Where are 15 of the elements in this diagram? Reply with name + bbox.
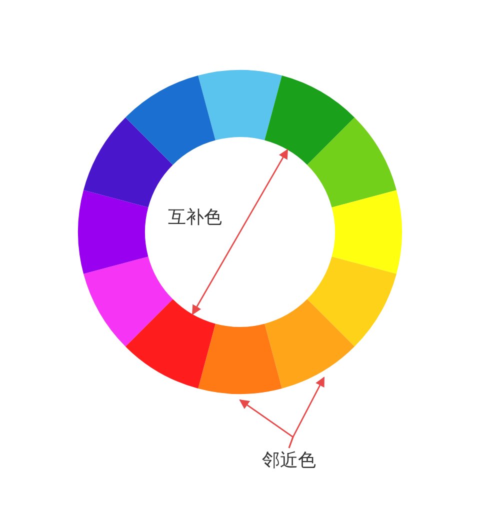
color-segment (125, 76, 216, 165)
color-segment (198, 70, 282, 140)
arrow (288, 376, 325, 448)
color-segment (307, 256, 396, 347)
color-segment (307, 117, 396, 208)
label-text: 邻近色 (262, 450, 316, 472)
color-segment (264, 76, 355, 165)
color-segment (332, 190, 402, 274)
arrow (192, 148, 288, 316)
color-segment (84, 117, 173, 208)
color-segment (125, 299, 216, 388)
color-segment (84, 256, 173, 347)
color-segment (264, 299, 355, 388)
color-segment (198, 324, 282, 394)
color-segment (78, 190, 148, 274)
